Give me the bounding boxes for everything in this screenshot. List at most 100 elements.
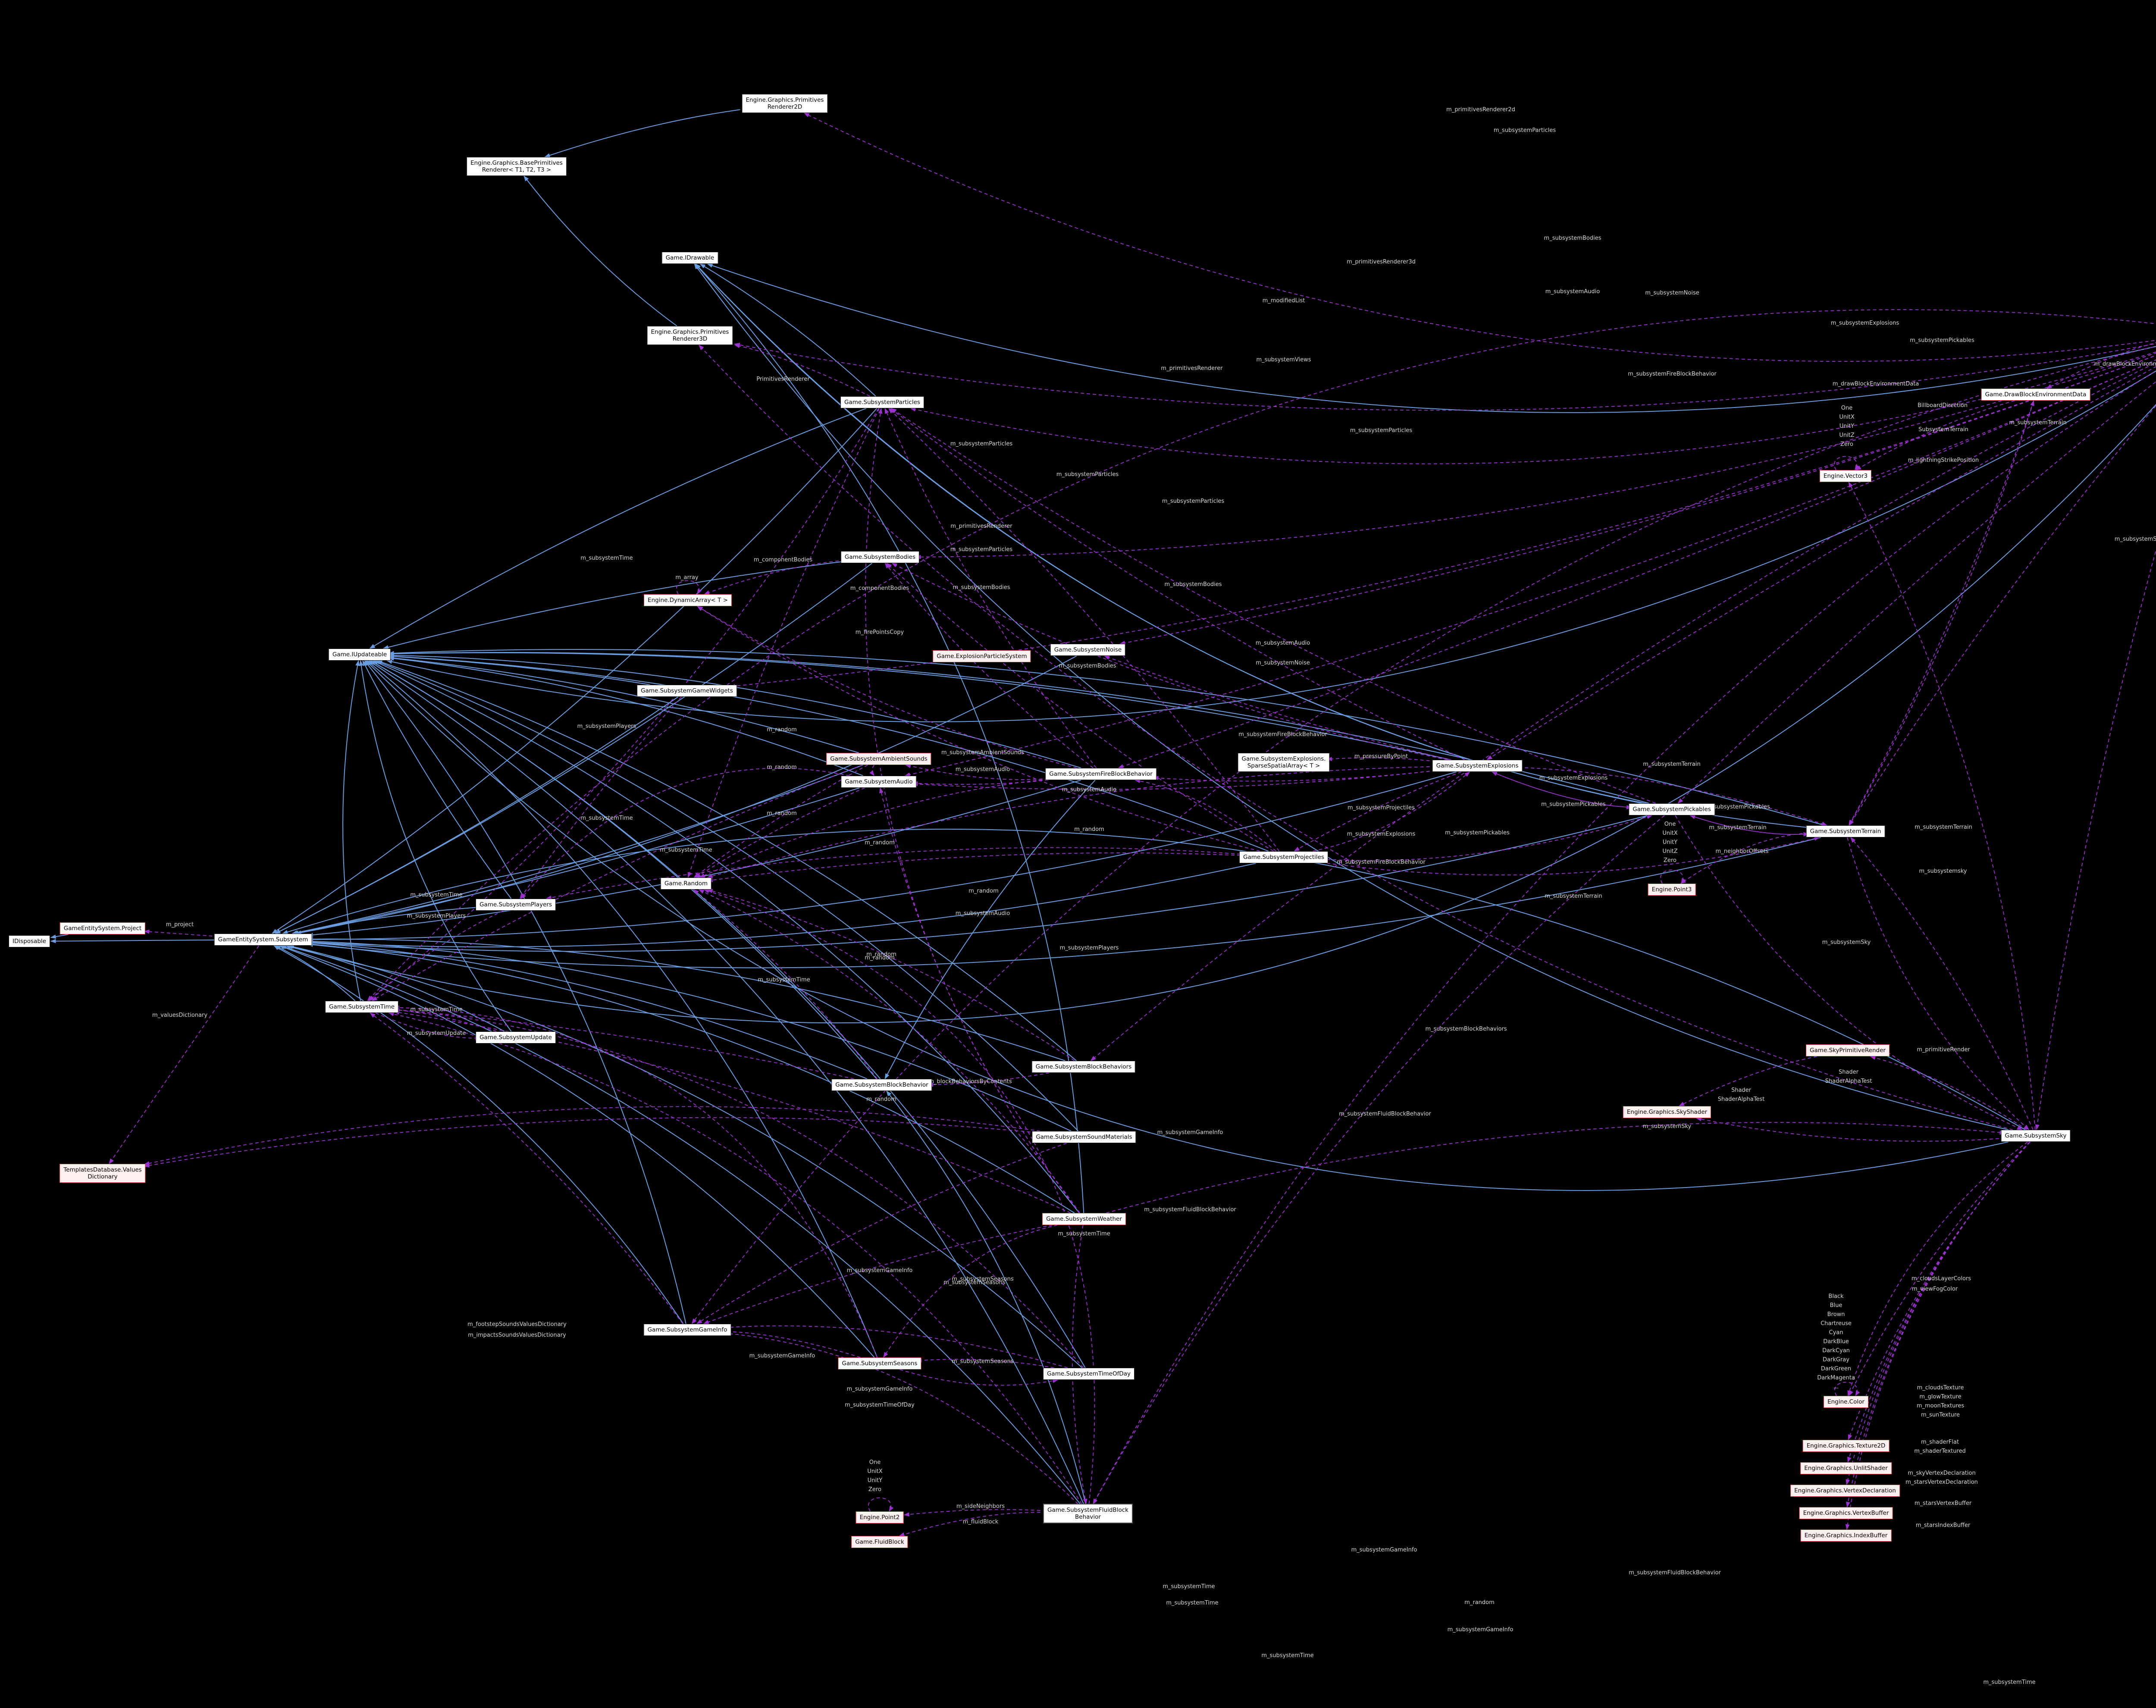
edge-fluidblockbehavior-fluidblock: [899, 1512, 1047, 1537]
node-seasons[interactable]: Game.SubsystemSeasons: [838, 1357, 921, 1370]
node-bodies[interactable]: Game.SubsystemBodies: [840, 551, 920, 563]
edge-label: m_subsystemsky: [1919, 868, 1967, 874]
node-fluidblock[interactable]: Game.FluidBlock: [851, 1536, 908, 1548]
node-vertexbuffer[interactable]: Engine.Graphics.VertexBuffer: [1799, 1507, 1893, 1519]
node-gameinfo[interactable]: Game.SubsystemGameInfo: [643, 1324, 731, 1336]
edge-projectiles_main-blockbehaviors: [1090, 362, 2156, 1061]
edge-label: m_subsystemAudio: [1256, 640, 1310, 646]
edge-label: m_subsystemGameInfo: [847, 1386, 913, 1392]
node-label-line: Game.SubsystemGameInfo: [647, 1326, 727, 1333]
node-audio[interactable]: Game.SubsystemAudio: [841, 776, 917, 788]
node-point3[interactable]: Engine.Point3: [1648, 884, 1696, 896]
floating-label-line: m_starsVertexDeclaration: [1905, 1479, 1978, 1485]
edge-label: m_subsystemAudio: [956, 910, 1010, 917]
node-color[interactable]: Engine.Color: [1824, 1396, 1868, 1408]
node-label-line: Game.SubsystemExplosions: [1436, 762, 1519, 769]
edge-fluidblockbehavior-point2: [903, 1509, 1047, 1517]
edge-label: m_subsystemPickables: [1910, 337, 1974, 344]
node-soundmaterials[interactable]: Game.SubsystemSoundMaterials: [1032, 1131, 1136, 1143]
node-noise[interactable]: Game.SubsystemNoise: [1050, 644, 1126, 656]
edge-label: m_subsystemPlayers: [407, 913, 466, 919]
node-random[interactable]: Game.Random: [660, 878, 712, 890]
node-indexbuffer[interactable]: Engine.Graphics.IndexBuffer: [1800, 1529, 1892, 1542]
floating-label-line: UnitY: [1839, 423, 1854, 429]
node-point2[interactable]: Engine.Point2: [856, 1511, 904, 1523]
node-time[interactable]: Game.SubsystemTime: [325, 1001, 399, 1013]
node-subsystem[interactable]: GameEntitySystem.Subsystem: [214, 934, 312, 946]
floating-label-line: DarkGray: [1823, 1357, 1849, 1363]
node-projectiles_center[interactable]: Game.SubsystemProjectiles: [1239, 851, 1329, 863]
edge-label: m_subsystemTime: [580, 555, 633, 561]
node-label-line: Game.SubsystemPlayers: [479, 901, 552, 908]
edge-pickables-subsystem: [307, 815, 1648, 952]
edge-label: m_subsystemFluidBlockBehavior: [1629, 1570, 1721, 1576]
edge-explosions-noise: [1104, 655, 1451, 760]
node-sky[interactable]: Game.SubsystemSky: [2001, 1130, 2071, 1142]
node-idrawable[interactable]: Game.IDrawable: [661, 252, 718, 264]
node-terrain[interactable]: Game.SubsystemTerrain: [1806, 825, 1885, 837]
node-label-line: Game.SubsystemExplosions.: [1241, 755, 1326, 762]
node-vector3[interactable]: Engine.Vector3: [1819, 470, 1872, 482]
edge-players-iupdateable: [362, 660, 512, 899]
floating-label-line: m_subsystemSeasons: [943, 1279, 1006, 1286]
node-pickables[interactable]: Game.SubsystemPickables: [1629, 803, 1715, 815]
node-texture2d[interactable]: Engine.Graphics.Texture2D: [1802, 1440, 1890, 1452]
node-blockbehavior[interactable]: Game.SubsystemBlockBehavior: [831, 1079, 932, 1091]
node-particles[interactable]: Game.SubsystemParticles: [840, 396, 924, 408]
edge-label: m_impactsSoundsValuesDictionary: [468, 1332, 566, 1338]
node-blockbehaviors[interactable]: Game.SubsystemBlockBehaviors: [1031, 1061, 1136, 1073]
node-iupdateable[interactable]: Game.IUpdateable: [328, 649, 391, 661]
node-explosions[interactable]: Game.SubsystemExplosions: [1432, 760, 1523, 772]
node-label-line: Engine.Graphics.Primitives: [651, 329, 729, 335]
node-gamewidgets[interactable]: Game.SubsystemGameWidgets: [637, 685, 737, 697]
edge-label: m_subsystemBodies: [1165, 581, 1222, 588]
edge-projectiles_main-audio: [904, 359, 2156, 777]
node-explosionps[interactable]: Game.ExplosionParticleSystem: [933, 650, 1031, 662]
edge-projectiles_center-bodies: [886, 563, 1274, 852]
edge-label: m_subsystemExplosions: [1347, 831, 1416, 837]
node-players[interactable]: Game.SubsystemPlayers: [475, 899, 556, 911]
edge-label: m_subsystemTerrain: [1643, 761, 1700, 768]
floating-label: m_subsystemTime: [580, 815, 633, 821]
node-drawblockenvdata[interactable]: Game.DrawBlockEnvironmentData: [1981, 389, 2090, 401]
edge-projectiles_main-gamewidgets: [730, 355, 2156, 688]
node-skyprimrender[interactable]: Game.SkyPrimitiveRender: [1806, 1044, 1890, 1056]
node-unlitshader[interactable]: Engine.Graphics.UnlitShader: [1800, 1462, 1892, 1474]
edge-gamewidgets-players: [520, 696, 682, 899]
edge-sky-iupdateable: [365, 660, 2009, 1191]
edge-label: SubsystemTerrain: [1918, 426, 1968, 433]
node-vertexdecl[interactable]: Engine.Graphics.VertexDeclaration: [1790, 1485, 1900, 1497]
self-loop-vector3: [1834, 456, 1860, 470]
edge-label: m_drawBlockEnvironmentData: [1833, 381, 1919, 387]
node-update[interactable]: Game.SubsystemUpdate: [476, 1031, 556, 1044]
node-label-line: Engine.Graphics.UnlitShader: [1804, 1465, 1888, 1472]
edge-timeofday-gameinfo: [725, 1325, 1068, 1368]
node-label-line: Game.SubsystemParticles: [844, 399, 920, 406]
node-label-line: Game.SubsystemTime: [329, 1003, 395, 1010]
node-idisposable[interactable]: IDisposable: [9, 935, 50, 947]
edge-weather-iupdateable: [373, 660, 1080, 1213]
node-sparsearray[interactable]: Game.SubsystemExplosions.SparseSpatialAr…: [1238, 753, 1330, 772]
floating-label: m_subsystemGameInfo: [1157, 1129, 1223, 1136]
node-ambientsounds[interactable]: Game.SubsystemAmbientSounds: [826, 753, 931, 765]
edge-label: m_subsystemTime: [410, 1006, 462, 1013]
node-timeofday[interactable]: Game.SubsystemTimeOfDay: [1043, 1368, 1135, 1380]
node-label-line: Renderer3D: [672, 335, 708, 342]
node-skyshader[interactable]: Engine.Graphics.SkyShader: [1623, 1106, 1711, 1118]
floating-label-line: UnitX: [867, 1468, 882, 1475]
node-weather[interactable]: Game.SubsystemWeather: [1042, 1213, 1126, 1225]
node-fireblockbehavior[interactable]: Game.SubsystemFireBlockBehavior: [1045, 768, 1156, 780]
node-dynamicarray[interactable]: Engine.DynamicArray< T >: [644, 594, 732, 606]
edge-label: m_random: [865, 955, 895, 961]
node-project[interactable]: GameEntitySystem.Project: [60, 922, 146, 934]
edge-label: BillboardDirection: [1918, 402, 1968, 409]
edge-ambientsounds-iupdateable: [388, 656, 859, 753]
edge-fireblockbehavior-random: [699, 779, 1049, 878]
